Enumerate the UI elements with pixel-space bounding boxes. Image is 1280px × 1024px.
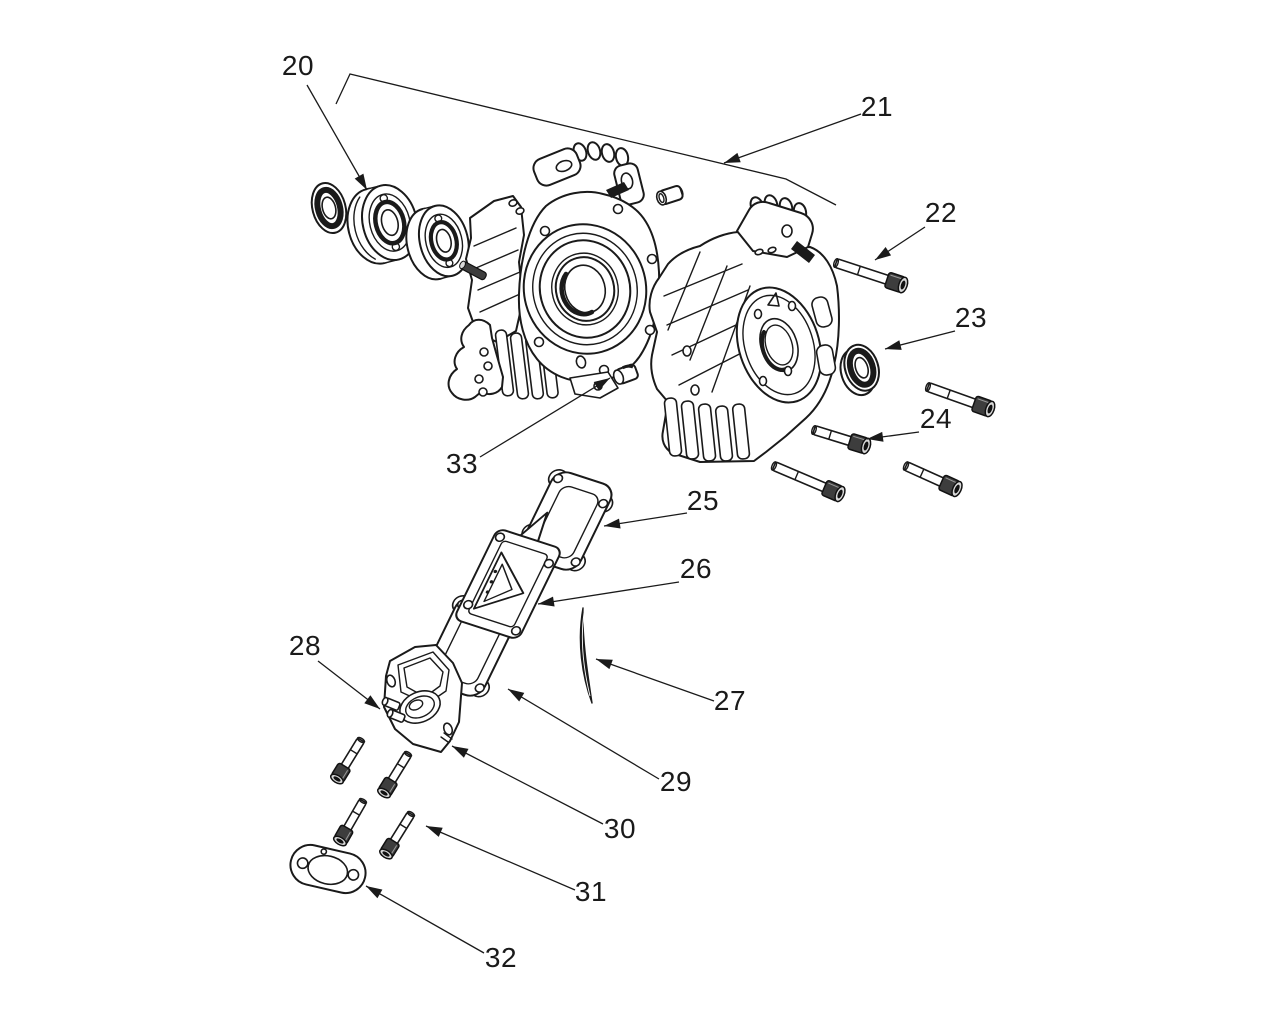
callout-arrowhead [354, 173, 367, 190]
callout-arrowhead [508, 689, 525, 702]
callout-20: 20 [282, 50, 368, 191]
callout-31: 31 [425, 825, 607, 907]
callout-number: 33 [446, 448, 478, 479]
callout-leader-line [537, 581, 680, 605]
manifold-bolt [332, 797, 368, 847]
callout-leader-line [507, 688, 660, 780]
callout-number: 20 [282, 50, 314, 81]
crankcase-bolt [924, 382, 996, 418]
crankcase-bolt [832, 257, 909, 294]
callout-arrowhead [604, 518, 621, 529]
assembly-bracket [335, 73, 837, 206]
callout-arrowhead [538, 596, 555, 607]
callout-number: 22 [925, 197, 957, 228]
crankcase-half-left [447, 141, 661, 401]
reed-petal [579, 607, 593, 704]
callout-22: 22 [874, 197, 957, 261]
callout-number: 21 [861, 91, 893, 122]
crankcase-bolt [810, 424, 872, 455]
callout-number: 24 [920, 403, 952, 434]
oil-seal-small [839, 343, 880, 397]
reed-valve [455, 511, 561, 639]
crankcase-half-right [648, 194, 840, 463]
crankcase-bolt [770, 461, 846, 503]
callout-arrowhead [885, 340, 902, 350]
fasteners-layer [329, 257, 996, 860]
callout-arrowhead [366, 886, 383, 899]
callout-leader-line [723, 113, 862, 164]
callout-26: 26 [537, 553, 712, 607]
callouts-layer: 20 21 22 23 24 25 26 27 28 29 30 31 32 33 [282, 50, 987, 973]
callout-number: 25 [687, 485, 719, 516]
oil-seal-ring [310, 182, 348, 234]
callout-number: 31 [575, 876, 607, 907]
callout-arrowhead [364, 695, 380, 709]
dowel-pin [655, 184, 684, 206]
manifold-bolt [376, 750, 413, 799]
callout-27: 27 [595, 658, 746, 716]
callout-21: 21 [723, 91, 893, 164]
ball-bearing-secondary [405, 204, 470, 281]
assembly-bracket-line [335, 73, 837, 206]
callout-29: 29 [507, 688, 692, 797]
callout-32: 32 [365, 885, 517, 973]
callout-arrowhead [426, 826, 443, 837]
parts-layer [289, 141, 880, 895]
callout-33: 33 [446, 377, 611, 479]
callout-number: 30 [604, 813, 636, 844]
callout-leader-line [425, 825, 576, 891]
callout-number: 32 [485, 942, 517, 973]
intake-manifold [381, 644, 463, 753]
callout-23: 23 [884, 302, 987, 350]
callout-arrowhead [867, 431, 884, 442]
callout-24: 24 [866, 403, 952, 442]
manifold-bolt [379, 810, 416, 860]
callout-28: 28 [289, 630, 381, 710]
callout-arrowhead [593, 378, 610, 391]
manifold-bolt [329, 736, 366, 785]
ball-bearing-main [346, 184, 419, 265]
callout-leader-line [479, 377, 611, 458]
callout-leader-line [451, 745, 604, 825]
callout-number: 29 [660, 766, 692, 797]
flange-gasket [289, 843, 367, 895]
callout-leader-line [306, 84, 368, 191]
callout-25: 25 [603, 485, 719, 529]
callout-number: 28 [289, 630, 321, 661]
callout-arrowhead [724, 152, 741, 163]
callout-arrowhead [875, 247, 892, 260]
callout-arrowhead [596, 659, 613, 670]
callout-30: 30 [451, 745, 636, 844]
callout-leader-line [595, 658, 715, 702]
callout-number: 26 [680, 553, 712, 584]
crankcase-bolt [902, 461, 963, 498]
callout-arrowhead [452, 746, 469, 758]
callout-leader-line [365, 885, 485, 954]
callout-number: 23 [955, 302, 987, 333]
callout-number: 27 [714, 685, 746, 716]
plug-screw [612, 363, 639, 385]
